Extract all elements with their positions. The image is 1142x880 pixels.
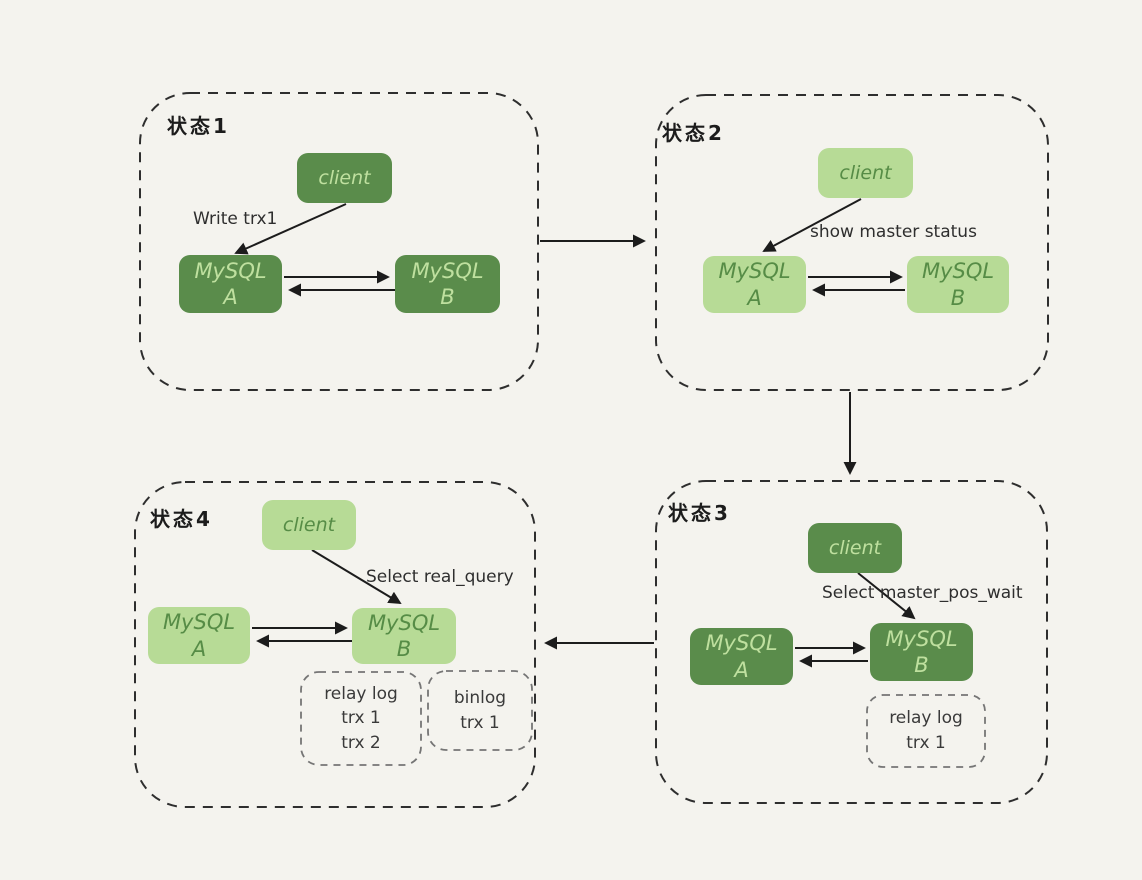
annotation-state-4: Select real_query	[366, 567, 514, 587]
log-line: trx 1	[906, 733, 946, 753]
state-2-container	[655, 94, 1049, 391]
client-box-state-4: client	[262, 500, 356, 550]
node-name: MySQL	[194, 258, 267, 283]
client-box-state-2: client	[818, 148, 913, 198]
state-3-container	[655, 480, 1048, 804]
log-line: relay log	[324, 683, 398, 704]
log-line: trx 2	[341, 732, 381, 753]
arrow-client-to-mysql-a-state1	[234, 203, 347, 255]
client-label: client	[828, 537, 882, 559]
node-name: MySQL	[367, 610, 441, 635]
client-label: client	[318, 167, 371, 189]
node-name: MySQL	[921, 259, 995, 284]
binlog-state-4: binlog trx 1	[428, 671, 532, 750]
client-box-state-1: client	[297, 153, 392, 203]
node-id: B	[440, 285, 455, 309]
mysql-b-node-state-2: MySQL B	[907, 256, 1009, 313]
mysql-b-node-state-3: MySQL B	[870, 623, 973, 681]
arrow-client-to-mysql-b-state3	[857, 572, 916, 620]
node-name: MySQL	[162, 610, 236, 635]
arrow-client-to-mysql-a-state2	[762, 198, 862, 252]
node-name: MySQL	[885, 626, 958, 651]
node-id: A	[747, 285, 762, 310]
state-3-label: 状态3	[668, 501, 731, 525]
node-name: MySQL	[705, 631, 778, 656]
annotation-state-2: show master status	[810, 222, 977, 242]
log-line: trx 1	[341, 708, 381, 729]
log-line: binlog	[453, 687, 507, 708]
node-id: A	[734, 657, 749, 682]
annotation-state-1: Write trx1	[193, 209, 278, 229]
state-1-label: 状态1	[167, 114, 230, 138]
client-label: client	[839, 162, 892, 184]
node-id: A	[223, 285, 238, 309]
state-2-label: 状态2	[662, 121, 725, 145]
node-name: MySQL	[411, 258, 484, 283]
node-id: B	[396, 637, 412, 661]
mysql-a-node-state-2: MySQL A	[703, 256, 806, 313]
mysql-b-node-state-4: MySQL B	[352, 608, 456, 664]
log-line: relay log	[889, 708, 963, 729]
annotation-state-3: Select master_pos_wait	[822, 583, 1023, 603]
relay-log-box-state-3	[866, 694, 986, 768]
mysql-a-node-state-4: MySQL A	[148, 607, 250, 664]
node-id: B	[914, 653, 929, 677]
mysql-a-node-state-3: MySQL A	[690, 628, 793, 685]
mysql-b-node-state-1: MySQL B	[395, 255, 500, 313]
node-id: B	[950, 285, 966, 310]
client-box-state-3: client	[808, 523, 902, 573]
node-name: MySQL	[718, 259, 791, 284]
mysql-a-node-state-1: MySQL A	[179, 255, 282, 313]
client-label: client	[282, 514, 336, 536]
relay-log-box-state-4	[300, 671, 422, 766]
state-4-label: 状态4	[150, 507, 213, 531]
arrow-client-to-mysql-b-state4	[311, 549, 402, 605]
binlog-box-state-4	[427, 670, 533, 751]
node-id: A	[191, 636, 207, 661]
relay-log-state-3: relay log trx 1	[867, 695, 985, 767]
state-1-container	[139, 92, 539, 391]
relay-log-state-4: relay log trx 1 trx 2	[301, 672, 421, 765]
state-4-container	[134, 481, 536, 808]
log-line: trx 1	[460, 712, 500, 733]
